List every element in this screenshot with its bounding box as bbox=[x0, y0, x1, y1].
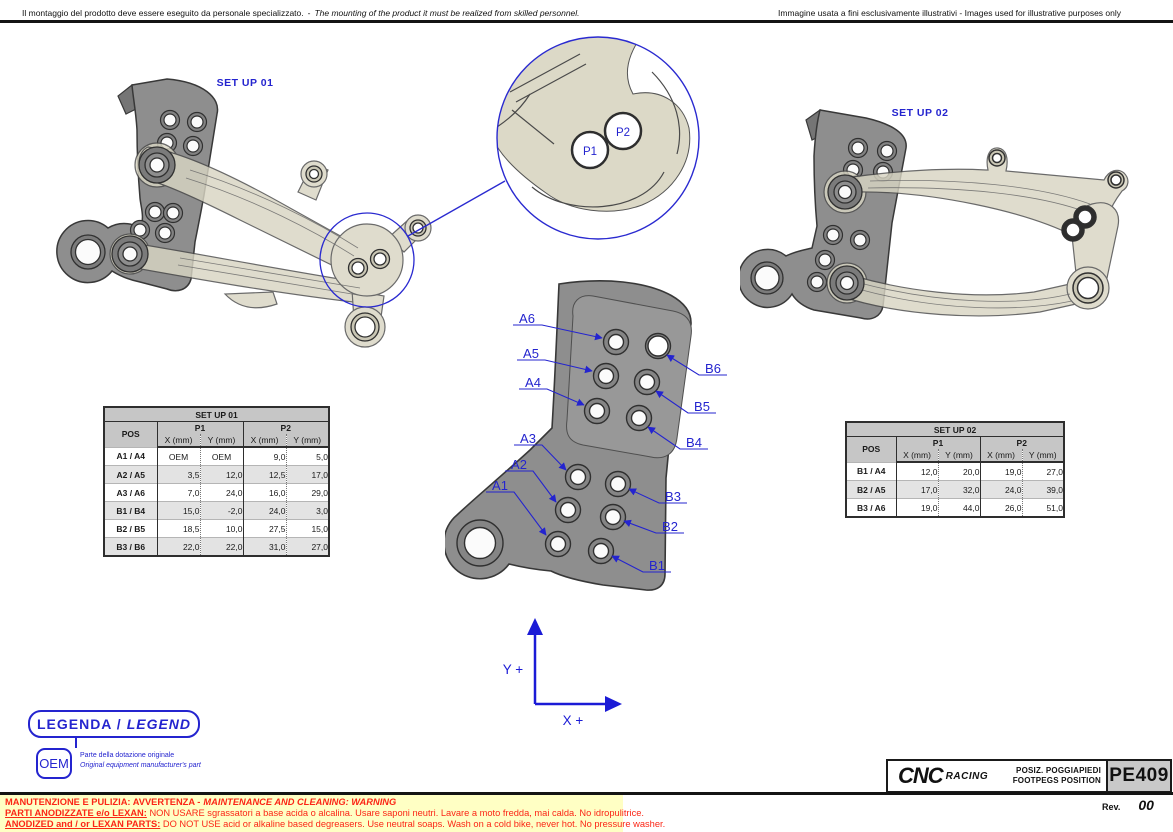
hole-label-b6: B6 bbox=[705, 361, 721, 376]
p2-x-header: X (mm) bbox=[243, 434, 287, 448]
part-code: PE409 bbox=[1106, 761, 1170, 791]
p2-x-header: X (mm) bbox=[980, 449, 1023, 463]
hole-map-figure: A6 A5 A4 A3 A2 A1 B6 B5 B4 B3 B2 B1 bbox=[445, 280, 727, 591]
hole-label-a4: A4 bbox=[525, 375, 541, 390]
legend-title-box: LEGENDA /LEGEND bbox=[28, 710, 200, 738]
hole-label-a1: A1 bbox=[492, 478, 508, 493]
p2-header: P2 bbox=[980, 436, 1064, 449]
header-note-left: Il montaggio del prodotto deve essere es… bbox=[22, 8, 580, 18]
y-axis-label: Y + bbox=[503, 662, 524, 677]
p2-hole-label: P2 bbox=[616, 127, 630, 139]
revision: Rev. 00 bbox=[1102, 797, 1154, 813]
header-note-it: Il montaggio del prodotto deve essere es… bbox=[22, 8, 304, 18]
header-note-right: Immagine usata a fini esclusivamente ill… bbox=[778, 8, 1121, 18]
drawing-subtitle-en: FOOTPEGS POSITION bbox=[1012, 776, 1101, 785]
setup02-table-title: SET UP 02 bbox=[846, 422, 1064, 437]
legend-description-it: Parte della dotazione originale bbox=[80, 752, 175, 759]
p2-y-header: Y (mm) bbox=[1022, 449, 1064, 463]
p1-y-header: Y (mm) bbox=[938, 449, 981, 463]
table-row: A1 / A4 OEM OEM 9,0 5,0 bbox=[104, 446, 329, 466]
x-axis-arrow bbox=[605, 696, 622, 712]
hole-label-a3: A3 bbox=[520, 431, 536, 446]
p2-header: P2 bbox=[243, 421, 329, 434]
setup01-assembly-figure: SET UP 01 bbox=[56, 77, 432, 348]
logo-racing-text: RACING bbox=[945, 770, 989, 782]
bottom-rule bbox=[0, 792, 1173, 795]
logo-cnc-text: CNC bbox=[898, 763, 944, 788]
title-block: CNC RACING POSIZ. POGGIAPIEDI FOOTPEGS P… bbox=[886, 759, 1172, 793]
table-row: A3 / A6 7,0 24,0 16,0 29,0 bbox=[104, 483, 329, 502]
legend-description: Parte della dotazione originale Original… bbox=[80, 751, 201, 771]
hole-label-b4: B4 bbox=[686, 435, 702, 450]
drawing-subtitle-it: POSIZ. POGGIAPIEDI bbox=[1016, 766, 1101, 775]
table-row: B2 / B5 18,5 10,0 27,5 15,0 bbox=[104, 519, 329, 538]
x-axis-label: X + bbox=[563, 713, 584, 728]
hole-label-a2: A2 bbox=[511, 457, 527, 472]
hole-label-a5: A5 bbox=[523, 346, 539, 361]
pos-header: POS bbox=[846, 436, 897, 462]
top-rule bbox=[0, 20, 1173, 23]
table-row: B3 / B6 22,0 22,0 31,0 27,0 bbox=[104, 537, 329, 556]
table-row: B3 / A6 19,0 44,0 26,0 51,0 bbox=[846, 498, 1064, 517]
legend-title-it: LEGENDA / bbox=[36, 716, 122, 732]
setup02-figure-label: SET UP 02 bbox=[892, 107, 949, 119]
p1-y-header: Y (mm) bbox=[200, 434, 244, 448]
hole-label-b2: B2 bbox=[662, 519, 678, 534]
drawing-subtitle: POSIZ. POGGIAPIEDI FOOTPEGS POSITION bbox=[994, 761, 1106, 791]
warning-line2: PARTI ANODIZZATE e/o LEXAN: NON USARE sg… bbox=[5, 808, 644, 818]
setup01-table: SET UP 01 POS P1 P2 X (mm) Y (mm) X (mm)… bbox=[103, 406, 330, 557]
mount-plate bbox=[740, 109, 907, 320]
warning-line3: ANODIZED and / or LEXAN PARTS: DO NOT US… bbox=[5, 819, 666, 829]
y-axis-arrow bbox=[527, 618, 543, 635]
p1-header: P1 bbox=[896, 436, 981, 449]
detail-bubble-figure: P1 P2 bbox=[496, 36, 700, 240]
detail-callout-circle bbox=[319, 212, 415, 308]
maintenance-warning: MANUTENZIONE E PULIZIA: AVVERTENZA -MAIN… bbox=[0, 795, 666, 832]
revision-value: 00 bbox=[1138, 797, 1154, 813]
hole-label-b5: B5 bbox=[694, 399, 710, 414]
hole-label-a6: A6 bbox=[519, 311, 535, 326]
p2-y-header: Y (mm) bbox=[286, 434, 329, 448]
legend-description-en: Original equipment manufacturer's part bbox=[80, 762, 201, 769]
table-row: B1 / A4 12,0 20,0 19,0 27,0 bbox=[846, 461, 1064, 481]
hole-label-b1: B1 bbox=[649, 558, 665, 573]
setup01-table-title: SET UP 01 bbox=[104, 407, 329, 422]
p1-hole-label: P1 bbox=[583, 146, 597, 158]
hole-label-b3: B3 bbox=[665, 489, 681, 504]
p1-header: P1 bbox=[157, 421, 244, 434]
p1-x-header: X (mm) bbox=[157, 434, 201, 448]
p1-x-header: X (mm) bbox=[896, 449, 939, 463]
setup02-table: SET UP 02 POS P1 P2 X (mm) Y (mm) X (mm)… bbox=[845, 421, 1065, 518]
cnc-racing-logo: CNC RACING bbox=[888, 761, 994, 791]
table-row: B1 / B4 15,0 -2,0 24,0 3,0 bbox=[104, 501, 329, 520]
header-note-sep: - bbox=[307, 8, 311, 18]
revision-label: Rev. bbox=[1102, 802, 1121, 812]
axes-figure: Y + X + bbox=[503, 618, 622, 728]
detail-bubble-outline bbox=[496, 36, 700, 240]
table-row: A2 / A5 3,5 12,0 12,5 17,0 bbox=[104, 465, 329, 484]
setup02-assembly-figure: SET UP 02 bbox=[740, 107, 1129, 320]
pos-header: POS bbox=[104, 421, 158, 447]
oem-symbol: OEM bbox=[36, 748, 72, 779]
setup01-figure-label: SET UP 01 bbox=[217, 77, 274, 89]
legend-connector bbox=[75, 738, 77, 748]
table-row: B2 / A5 17,0 32,0 24,0 39,0 bbox=[846, 480, 1064, 499]
header-note-en: The mounting of the product it must be r… bbox=[314, 8, 580, 18]
warning-line1: MANUTENZIONE E PULIZIA: AVVERTENZA -MAIN… bbox=[5, 797, 397, 807]
legend-title-en: LEGEND bbox=[126, 716, 192, 732]
